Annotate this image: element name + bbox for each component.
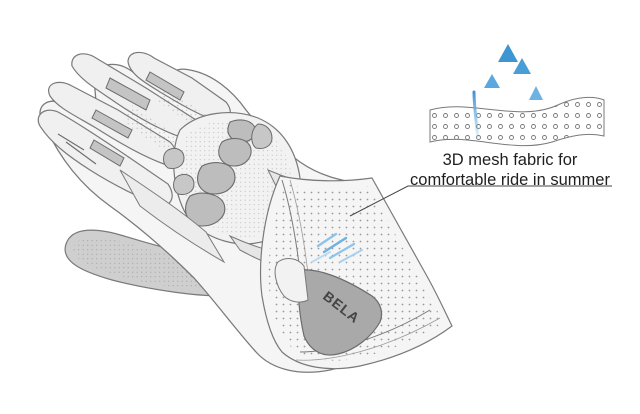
airflow-arrows-icon: [462, 44, 552, 153]
cuff-airflow-icon: [311, 232, 363, 263]
callout-line-1: 3D mesh fabric for: [442, 151, 578, 169]
callout-leader-line: [349, 185, 612, 217]
callout-line-2: comfortable ride in summer: [410, 171, 610, 189]
mesh-swatch-icon: [429, 96, 605, 147]
brand-tab: BELA: [274, 258, 383, 356]
mesh-fabric-callout: 3D mesh fabric for comfortable ride in s…: [385, 150, 635, 190]
